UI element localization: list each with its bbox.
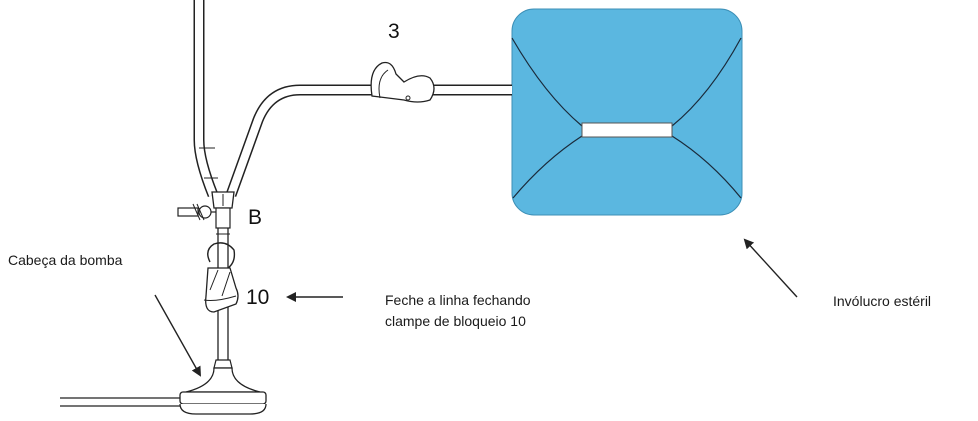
clamp-3-label: 3 [388,20,400,43]
clamp-3 [370,61,435,103]
sterile-wrap-arrow [743,238,798,298]
clamp-10-label: 10 [246,286,270,309]
pump-head-label: Cabeça da bomba [8,252,123,268]
junction-b-label: B [248,206,263,229]
sterile-wrap-label: Invólucro estéril [833,293,932,309]
bag-label-strip [581,122,673,138]
upper-tube [193,0,219,198]
outflow-tube [60,397,180,407]
close-line-label-1: Feche a linha fechando [385,292,531,308]
bag-tube [225,84,512,197]
pump-head [179,359,267,415]
side-valve [177,203,218,221]
close-line-label-2: clampe de bloqueio 10 [385,313,526,329]
sterile-bag [511,8,743,216]
y-connector [211,191,235,209]
pump-head-arrow [154,294,201,377]
clamp-10 [203,242,239,313]
